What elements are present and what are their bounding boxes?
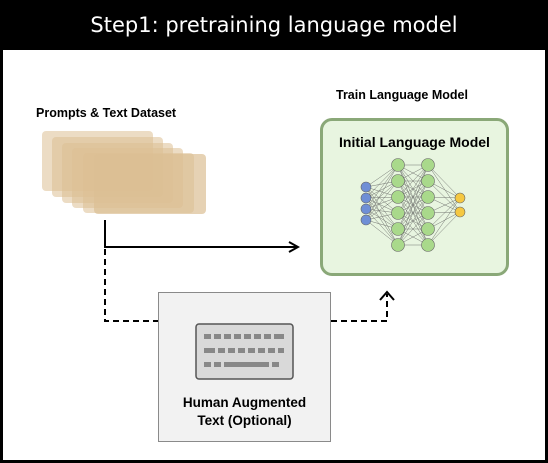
- human-label-line2: Text (Optional): [197, 413, 292, 428]
- train-label: Train Language Model: [336, 88, 468, 102]
- network-node-layer-2: [421, 206, 435, 220]
- network-node-layer-2: [421, 174, 435, 188]
- dataset-label: Prompts & Text Dataset: [36, 106, 177, 120]
- keyboard-icon: [195, 323, 294, 380]
- stacked-documents-icon: [42, 131, 206, 214]
- network-node-layer-2: [421, 158, 435, 172]
- network-node-layer-3: [454, 206, 466, 218]
- network-node-layer-1: [391, 222, 405, 236]
- network-node-layer-1: [391, 174, 405, 188]
- dashed-arrow-connector: [104, 249, 395, 322]
- network-node-layer-1: [391, 206, 405, 220]
- network-node-layer-0: [360, 192, 372, 204]
- model-title: Initial Language Model: [339, 134, 490, 150]
- human-label: Human Augmented Text (Optional): [159, 394, 330, 430]
- network-node-layer-1: [391, 238, 405, 252]
- page-title: Step1: pretraining language model: [90, 13, 458, 37]
- network-node-layer-0: [360, 181, 372, 193]
- network-node-layer-2: [421, 222, 435, 236]
- network-node-layer-2: [421, 238, 435, 252]
- network-node-layer-0: [360, 203, 372, 215]
- network-node-layer-3: [454, 192, 466, 204]
- human-input-box: Human Augmented Text (Optional): [158, 292, 331, 442]
- network-node-layer-0: [360, 214, 372, 226]
- network-node-layer-2: [421, 190, 435, 204]
- network-node-layer-1: [391, 190, 405, 204]
- network-node-layer-1: [391, 158, 405, 172]
- model-box: Initial Language Model: [320, 118, 509, 276]
- neural-network-icon: [360, 158, 466, 252]
- human-label-line1: Human Augmented: [182, 395, 307, 410]
- solid-arrow-connector: [104, 220, 298, 247]
- header-bar: Step1: pretraining language model: [0, 0, 548, 50]
